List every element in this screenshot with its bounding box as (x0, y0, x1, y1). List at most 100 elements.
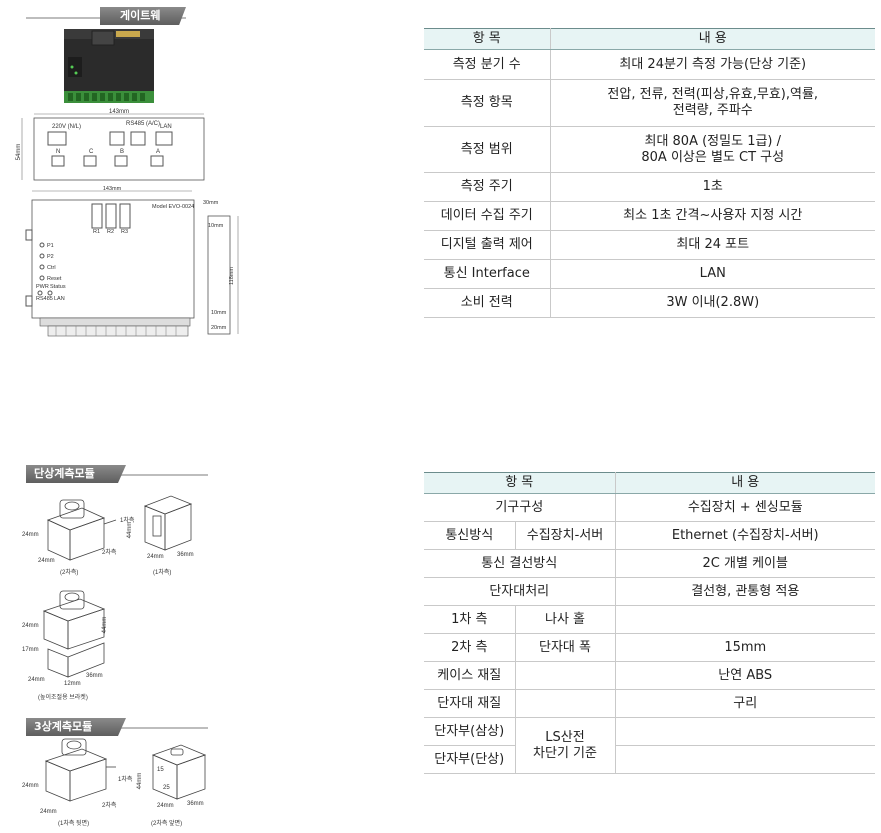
row-sub: 나사 홀 (515, 605, 616, 634)
row-sub-empty (515, 661, 616, 690)
table-row: 단자부(삼상) LS산전 차단기 기준 (424, 717, 875, 774)
single-phase-caption-bracket: (높이조절용 브라켓) (38, 693, 88, 701)
svg-text:Model EVO-0024: Model EVO-0024 (152, 204, 194, 210)
svg-text:24mm: 24mm (28, 677, 45, 683)
three-phase-secondary-front-drawing: 44mm 15 25 24mm 36mm (2차측 앞면) (135, 735, 225, 831)
table-row: 측정 범위 최대 80A (정밀도 1급) / 80A 이상은 별도 CT 구성 (424, 126, 875, 173)
row-item: 측정 주기 (424, 172, 551, 202)
svg-text:24mm: 24mm (40, 809, 57, 815)
svg-text:10mm: 10mm (211, 310, 227, 316)
table-header-row: 항 목 내 용 (424, 472, 875, 494)
row-item: 단자대처리 (424, 577, 616, 606)
gateway-section-tag: 게이트웨이 (100, 7, 186, 25)
svg-text:PWR: PWR (36, 284, 49, 290)
gateway-width-label: 143mm (109, 109, 129, 115)
row-item: 디지털 출력 제어 (424, 230, 551, 260)
svg-text:24mm: 24mm (147, 554, 164, 560)
header-content: 내 용 (550, 28, 875, 50)
table-row: 통신방식 수집장치-서버 Ethernet (수집장치-서버) (424, 521, 875, 550)
table-row: 측정 항목 전압, 전류, 전력(피상,유효,무효),역률, 전력량, 주파수 (424, 79, 875, 127)
row-item: 측정 분기 수 (424, 49, 551, 80)
row-sub: LS산전 차단기 기준 (515, 717, 616, 774)
three-phase-caption-secondary: (2차측 앞면) (151, 819, 182, 827)
svg-text:R3: R3 (121, 229, 128, 235)
svg-text:44mm: 44mm (127, 522, 133, 539)
row-item: 단자부(단상) (424, 745, 516, 774)
gateway-height-label: 54mm (16, 144, 22, 161)
svg-text:24mm: 24mm (38, 558, 55, 564)
table-row: 케이스 재질 난연 ABS (424, 661, 875, 690)
svg-text:12mm: 12mm (64, 681, 81, 687)
three-phase-section-tag: 3상계측모듈 (26, 718, 126, 736)
table-row: 2차 측 단자대 폭 15mm (424, 633, 875, 662)
svg-text:1차측: 1차측 (118, 775, 133, 783)
svg-text:36mm: 36mm (86, 673, 103, 679)
table-row: 단자대 재질 구리 (424, 689, 875, 718)
row-content: 1초 (550, 172, 875, 202)
table-row: 소비 전력 3W 이내(2.8W) (424, 288, 875, 318)
row-item: 2차 측 (424, 633, 516, 662)
row-item: 1차 측 (424, 605, 516, 634)
svg-text:P2: P2 (47, 254, 54, 260)
row-content: 최대 24 포트 (550, 230, 875, 260)
single-phase-caption-secondary: (2차측) (60, 568, 78, 576)
svg-text:143mm: 143mm (103, 186, 122, 192)
table-row: 측정 분기 수 최대 24분기 측정 가능(단상 기준) (424, 49, 875, 80)
gateway-photo (62, 27, 157, 107)
table-row: 통신 Interface LAN (424, 259, 875, 289)
svg-text:P1: P1 (47, 243, 54, 249)
row-content (615, 717, 875, 746)
table-row: 디지털 출력 제어 최대 24 포트 (424, 230, 875, 260)
svg-text:44mm: 44mm (137, 773, 143, 790)
single-phase-caption-primary: (1차측) (153, 568, 171, 576)
svg-text:2차측: 2차측 (102, 548, 117, 556)
single-phase-primary-drawing: 44mm 24mm 36mm (1차측) (125, 488, 220, 580)
svg-text:LAN: LAN (54, 296, 65, 302)
svg-text:LAN: LAN (160, 124, 172, 130)
header-content: 내 용 (615, 472, 875, 494)
module-spec-table: 항 목 내 용 기구구성 수집장치 + 센싱모듈 통신방식 수집장치-서버 Et… (424, 472, 875, 774)
table-row: 기구구성 수집장치 + 센싱모듈 (424, 493, 875, 522)
row-item: 측정 항목 (424, 79, 551, 127)
svg-text:R2: R2 (107, 229, 114, 235)
svg-text:17mm: 17mm (22, 647, 39, 653)
single-phase-section-tag: 단상계측모듈 (26, 465, 126, 483)
svg-text:C: C (89, 149, 94, 155)
header-item: 항 목 (424, 28, 551, 50)
row-item: 통신 Interface (424, 259, 551, 289)
table-row: 1차 측 나사 홀 (424, 605, 875, 634)
row-item: 단자부(삼상) (424, 717, 516, 746)
three-phase-primary-back-drawing: 1차측 2차측 24mm 24mm (1차측 뒷면) (20, 735, 150, 831)
svg-text:20mm: 20mm (211, 325, 227, 331)
row-sub: 수집장치-서버 (515, 521, 616, 550)
svg-text:36mm: 36mm (177, 552, 194, 558)
row-content: 최소 1초 간격~사용자 지정 시간 (550, 201, 875, 231)
table-row: 단자부(단상) (424, 745, 875, 774)
svg-text:Status: Status (50, 284, 66, 290)
table-header-row: 항 목 내 용 (424, 28, 875, 50)
row-item: 단자대 재질 (424, 689, 516, 718)
single-phase-secondary-drawing: 1차측 2차측 24mm 24mm (2차측) (20, 490, 150, 580)
svg-text:25: 25 (163, 785, 170, 791)
gateway-front-view: 143mm R1 R2 R3 Model EVO-0024 P1 P2 Ctrl… (20, 186, 255, 342)
svg-text:15: 15 (157, 767, 164, 773)
row-content: 수집장치 + 센싱모듈 (615, 493, 875, 522)
table-row: 측정 주기 1초 (424, 172, 875, 202)
row-item: 측정 범위 (424, 126, 551, 173)
row-item: 통신 결선방식 (424, 549, 616, 578)
row-content (615, 605, 875, 634)
row-item: 케이스 재질 (424, 661, 516, 690)
svg-text:Ctrl: Ctrl (47, 265, 56, 271)
gateway-spec-table: 항 목 내 용 측정 분기 수 최대 24분기 측정 가능(단상 기준) 측정 … (424, 28, 875, 318)
svg-text:10mm: 10mm (208, 223, 224, 229)
row-content: 구리 (615, 689, 875, 718)
row-content: 결선형, 관통형 적용 (615, 577, 875, 606)
row-content (615, 745, 875, 774)
table-row: 단자대처리 결선형, 관통형 적용 (424, 577, 875, 606)
row-content: 전압, 전류, 전력(피상,유효,무효),역률, 전력량, 주파수 (550, 79, 875, 127)
svg-text:24mm: 24mm (22, 783, 39, 789)
svg-text:N: N (56, 149, 60, 155)
row-content: LAN (550, 259, 875, 289)
row-item: 통신방식 (424, 521, 516, 550)
row-content: 2C 개별 케이블 (615, 549, 875, 578)
